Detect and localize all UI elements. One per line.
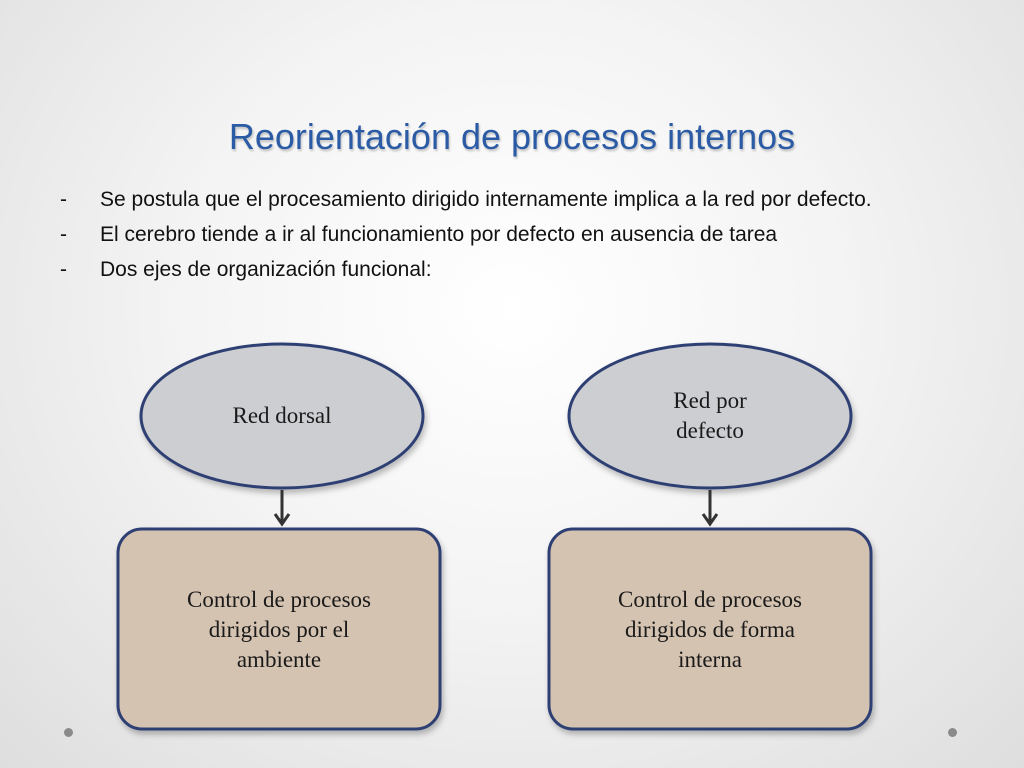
red-dorsal-node (139, 342, 425, 490)
red-dorsal-label: Red dorsal (232, 403, 332, 428)
bullet-marker: - (60, 188, 67, 211)
control-ambiente-label: Control de procesos dirigidos por el amb… (187, 587, 371, 672)
bullet-item: - Se postula que el procesamiento dirigi… (60, 184, 960, 216)
control-interno-node (547, 527, 873, 731)
bullet-text: El cerebro tiende a ir al funcionamiento… (100, 223, 778, 246)
red-por-defecto-label: Red por defecto (673, 388, 747, 443)
red-por-defecto-node (567, 342, 853, 490)
arrow-left (273, 490, 291, 527)
bullet-item: - El cerebro tiende a ir al funcionamien… (60, 219, 960, 251)
decorative-dot-right (948, 728, 957, 737)
control-interno-label: Control de procesos dirigidos de forma i… (618, 587, 802, 672)
decorative-dot-left (64, 728, 73, 737)
bullet-text: Se postula que el procesamiento dirigido… (100, 188, 872, 211)
bullet-list: - Se postula que el procesamiento dirigi… (60, 184, 960, 289)
control-ambiente-node (116, 527, 442, 731)
slide-title: Reorientación de procesos internos (228, 116, 796, 157)
bullet-item: - Dos ejes de organización funcional: (60, 254, 960, 286)
arrow-right (701, 490, 719, 527)
bullet-marker: - (60, 223, 67, 246)
bullet-marker: - (60, 258, 67, 281)
bullet-text: Dos ejes de organización funcional: (100, 258, 432, 281)
